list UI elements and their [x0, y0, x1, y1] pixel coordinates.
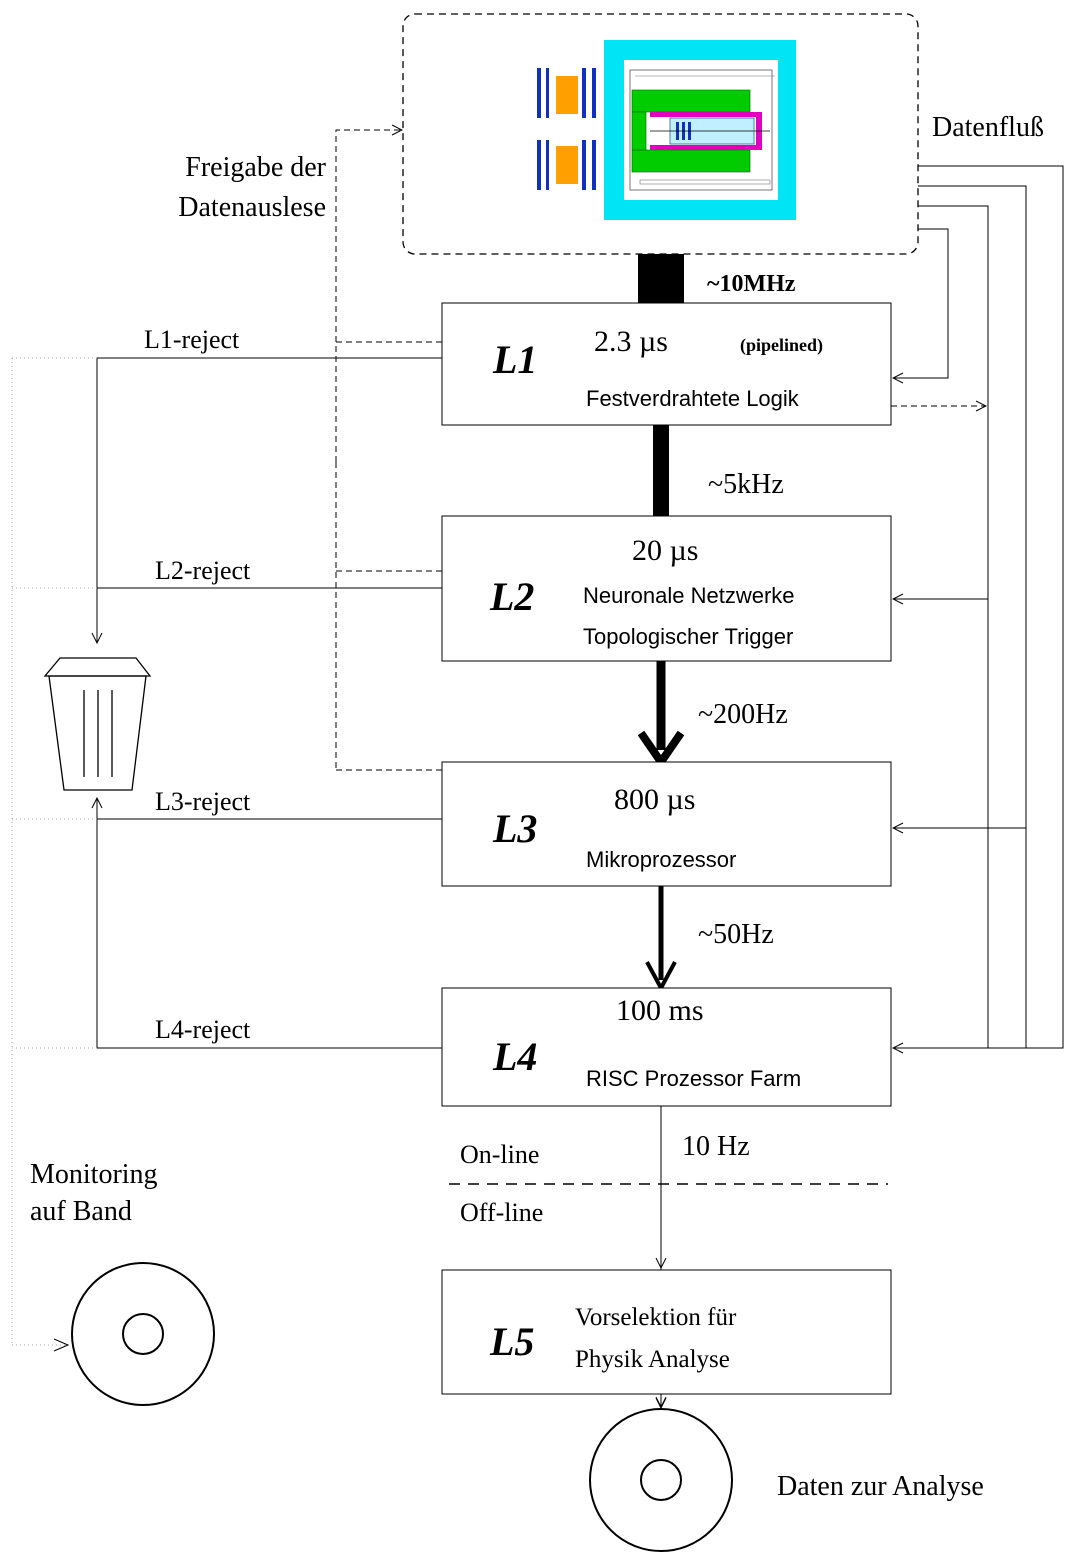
l2-label: L2 — [489, 574, 534, 619]
l1-time: 2.3 µs — [594, 325, 668, 358]
l1-reject-label: L1-reject — [144, 325, 240, 354]
l3-reject-label: L3-reject — [155, 787, 251, 816]
monitoring-arrowhead — [53, 1338, 70, 1352]
rate-bar-5khz — [653, 425, 669, 516]
detector-image — [537, 40, 796, 220]
l4-desc: RISC Prozessor Farm — [586, 1066, 801, 1091]
l3-label: L3 — [492, 806, 537, 851]
analysis-tape-icon — [589, 1408, 733, 1552]
l4-label: L4 — [492, 1034, 537, 1079]
l1-label: L1 — [492, 337, 537, 382]
rate-label-5khz: ~5kHz — [708, 469, 784, 500]
freigabe-label-1: Freigabe der — [185, 152, 326, 183]
l2-desc-2: Topologischer Trigger — [583, 624, 793, 649]
l1-note: (pipelined) — [740, 335, 823, 356]
monitoring-tape-icon — [71, 1262, 215, 1406]
rate-label-10hz: 10 Hz — [682, 1131, 750, 1162]
l4-box — [441, 987, 892, 1107]
datenfluss-label: Datenfluß — [932, 112, 1044, 143]
freigabe-lines — [335, 130, 442, 771]
l1-desc: Festverdrahtete Logik — [586, 386, 800, 411]
l5-desc-2: Physik Analyse — [575, 1346, 730, 1373]
rate-label-10mhz: ~10MHz — [707, 271, 796, 297]
trash-can-icon — [43, 657, 152, 791]
rate-label-200hz: ~200Hz — [698, 699, 788, 730]
daten-zur-analyse-label: Daten zur Analyse — [777, 1471, 984, 1502]
l5-box — [441, 1269, 892, 1395]
monitoring-label-2: auf Band — [30, 1196, 132, 1227]
offline-label: Off-line — [460, 1198, 543, 1227]
l2-box — [441, 515, 892, 662]
l3-desc: Mikroprozessor — [586, 847, 736, 872]
l5-desc-1: Vorselektion für — [575, 1304, 737, 1331]
rate-arrow-200hz — [637, 661, 685, 770]
monitoring-label-1: Monitoring — [30, 1159, 158, 1190]
l3-box — [441, 761, 892, 887]
l2-time: 20 µs — [632, 534, 698, 567]
datenfluss-lines — [893, 165, 1064, 1048]
l2-desc-1: Neuronale Netzwerke — [583, 583, 795, 608]
reject-lines — [97, 357, 442, 1049]
freigabe-label-2: Datenauslese — [178, 192, 326, 223]
l5-label: L5 — [489, 1319, 534, 1364]
rate-arrow-50hz — [645, 886, 677, 993]
l3-time: 800 µs — [614, 783, 695, 816]
l1-box — [441, 302, 892, 426]
rate-bar-10mhz — [638, 254, 684, 303]
monitoring-dotted-line — [11, 357, 97, 1346]
rate-label-50hz: ~50Hz — [698, 919, 774, 950]
online-label: On-line — [460, 1140, 539, 1169]
l2-reject-label: L2-reject — [155, 556, 251, 585]
l4-time: 100 ms — [616, 994, 704, 1027]
l4-reject-label: L4-reject — [155, 1015, 251, 1044]
